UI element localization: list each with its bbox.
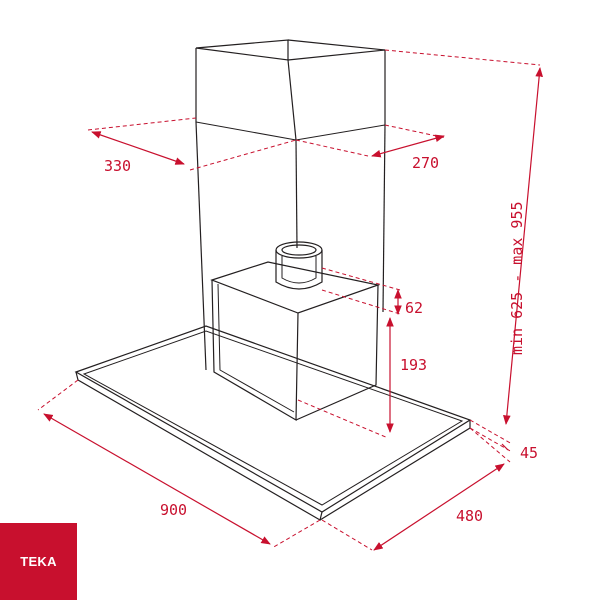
teka-logo: TEKA [0,523,77,600]
dim-480-label: 480 [456,507,483,525]
teka-logo-text: TEKA [20,554,57,569]
outlet-ring [275,241,323,290]
extension-lines [37,49,541,551]
dim-height-label: min 625 - max 955 [508,201,526,355]
dim-193-label: 193 [400,356,427,374]
dim-45-label: 45 [520,444,538,462]
dimension-lines [43,67,544,551]
dim-45-tick [501,443,509,451]
dim-330-label: 330 [104,157,131,175]
dim-270-label: 270 [412,154,439,172]
dim-270-line [371,134,445,158]
motor-box [210,261,381,422]
dim-480-line [373,463,505,551]
chimney-outline [195,39,386,371]
dim-height-line [502,67,544,425]
dim-900-label: 900 [160,501,187,519]
dim-330-line [91,131,185,165]
dim-62-label: 62 [405,299,423,317]
dim-900-line [43,413,271,545]
